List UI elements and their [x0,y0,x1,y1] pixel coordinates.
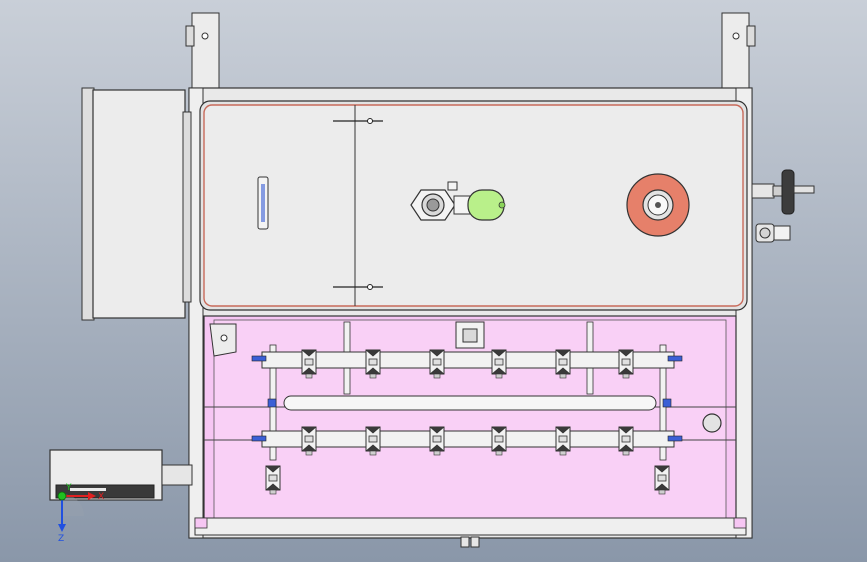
bottom-connector[interactable] [460,536,480,548]
triad-y-label: Y [65,483,72,493]
pipe-clamp[interactable] [654,465,670,495]
pipe-clamp[interactable] [365,349,381,379]
pipe-clamp[interactable] [265,465,281,495]
triad-z-label: Z [58,534,64,544]
upper-manifold-pipe[interactable] [261,351,675,369]
pressure-gauge-port[interactable] [755,223,791,243]
side-cabinet[interactable] [81,87,192,321]
left-lifting-post[interactable] [185,12,220,92]
triad-x-label: X [98,492,104,502]
pipe-clamp[interactable] [618,349,634,379]
coordinate-triad: X Y Z [57,483,104,544]
handwheel-icon[interactable] [751,169,815,215]
pipe-clamp[interactable] [365,426,381,456]
lower-chamber-inner [213,319,727,520]
post-bolt-icon [201,32,209,40]
pipe-clamp[interactable] [491,426,507,456]
right-lifting-post[interactable] [721,12,756,92]
pipe-clamp[interactable] [429,349,445,379]
hinge-pin-icon [367,284,373,290]
lid-handle-icon[interactable] [257,176,269,230]
lower-manifold-pipe[interactable] [261,430,675,448]
hinge-pin-icon [367,118,373,124]
sight-porthole[interactable] [702,413,722,433]
pipe-clamp[interactable] [555,349,571,379]
post-bolt-icon [732,32,740,40]
mounting-bracket[interactable] [209,323,237,357]
footer-foot-left [194,517,208,529]
chamber-footer-plate [194,517,747,536]
viewport-flange-icon[interactable] [626,173,690,237]
middle-heater-tube[interactable] [283,395,657,411]
pipe-clamp[interactable] [301,349,317,379]
pipe-clamp[interactable] [301,426,317,456]
footer-foot-right [733,517,747,529]
pipe-clamp[interactable] [491,349,507,379]
control-box[interactable] [49,449,193,501]
valve-icon[interactable] [251,355,683,442]
pipe-clamp[interactable] [429,426,445,456]
junction-box[interactable] [455,321,485,349]
pipe-clamp[interactable] [555,426,571,456]
drive-motor[interactable] [467,189,506,221]
pipe-clamp[interactable] [618,426,634,456]
rotary-valve-icon[interactable] [410,181,471,221]
